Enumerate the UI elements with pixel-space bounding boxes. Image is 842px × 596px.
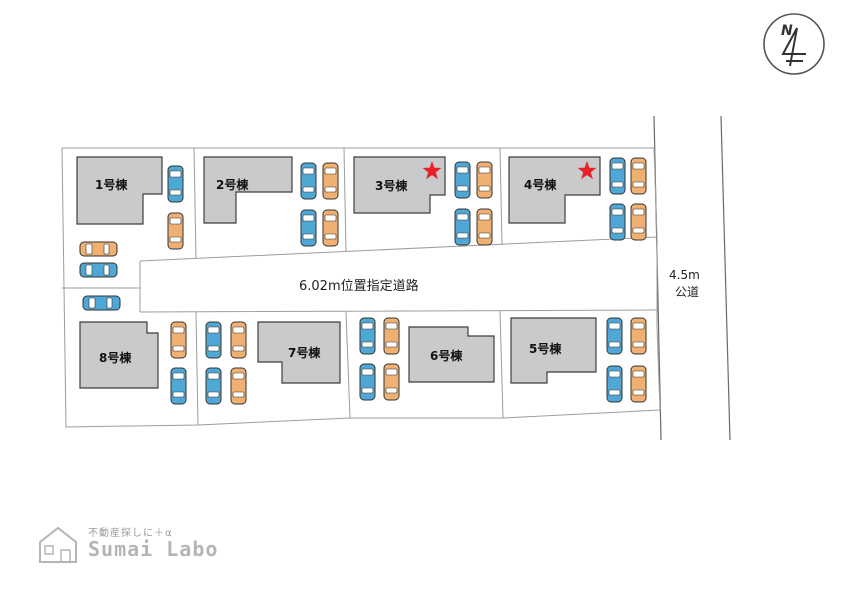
car-icon (205, 367, 222, 405)
house-2-label: 2号棟 (216, 177, 249, 192)
car-icon (606, 365, 623, 403)
house-8-label: 8号棟 (99, 350, 132, 365)
car-icon (82, 295, 121, 311)
house-1-label: 1号棟 (95, 177, 128, 192)
car-icon (230, 367, 247, 405)
lot-divider (193, 147, 197, 260)
lot-divider (499, 147, 503, 246)
star-icon (577, 161, 597, 180)
car-icon (630, 157, 647, 195)
car-icon (79, 262, 118, 278)
house-7-building (257, 321, 341, 384)
car-icon (383, 317, 400, 355)
north-arrow-letter: N (781, 23, 793, 39)
car-icon (476, 161, 493, 199)
brand-tagline: 不動産探しに＋α (88, 528, 173, 539)
star-icon (422, 161, 442, 180)
car-icon (383, 363, 400, 401)
house-6-building (408, 326, 495, 383)
car-icon (630, 203, 647, 241)
lot-divider (195, 311, 199, 426)
house-4-building (508, 156, 601, 224)
private-road-label: 6.02m位置指定道路 (299, 278, 419, 294)
house-5-label: 5号棟 (529, 341, 562, 356)
car-icon (170, 321, 187, 359)
house-1-building (76, 156, 163, 225)
house-4-label: 4号棟 (524, 177, 557, 192)
lot-divider (345, 311, 351, 419)
car-icon (300, 209, 317, 247)
car-icon (79, 241, 118, 257)
car-icon (454, 161, 471, 199)
house-3-building (353, 156, 446, 214)
brand-logo: 不動産探しに＋α Sumai Labo (36, 522, 266, 572)
public-road-width-label: 4.5m (669, 268, 700, 282)
car-icon (322, 209, 339, 247)
private-road (139, 236, 658, 313)
site-boundary (61, 147, 661, 428)
house-logo-icon (39, 526, 77, 563)
car-icon (322, 162, 339, 200)
car-icon (359, 363, 376, 401)
car-icon (359, 317, 376, 355)
car-icon (167, 165, 184, 203)
lot-divider (343, 147, 347, 253)
north-arrow-icon: N (763, 13, 825, 75)
car-icon (609, 203, 626, 241)
car-icon (205, 321, 222, 359)
public-road-east-edge (720, 115, 731, 441)
car-icon (630, 365, 647, 403)
house-8-building (79, 321, 159, 389)
car-icon (454, 208, 471, 246)
brand-name: Sumai Labo (88, 537, 219, 561)
house-2-building (203, 156, 293, 224)
lot-divider (499, 310, 504, 419)
car-icon (300, 162, 317, 200)
house-5-building (510, 317, 597, 384)
car-icon (167, 212, 184, 250)
car-icon (230, 321, 247, 359)
car-icon (609, 157, 626, 195)
house-3-label: 3号棟 (375, 178, 408, 193)
public-road-name-label: 公道 (675, 285, 699, 299)
car-icon (476, 208, 493, 246)
car-icon (170, 367, 187, 405)
house-7-label: 7号棟 (288, 345, 321, 360)
car-icon (606, 317, 623, 355)
car-icon (630, 317, 647, 355)
house-6-label: 6号棟 (430, 348, 463, 363)
